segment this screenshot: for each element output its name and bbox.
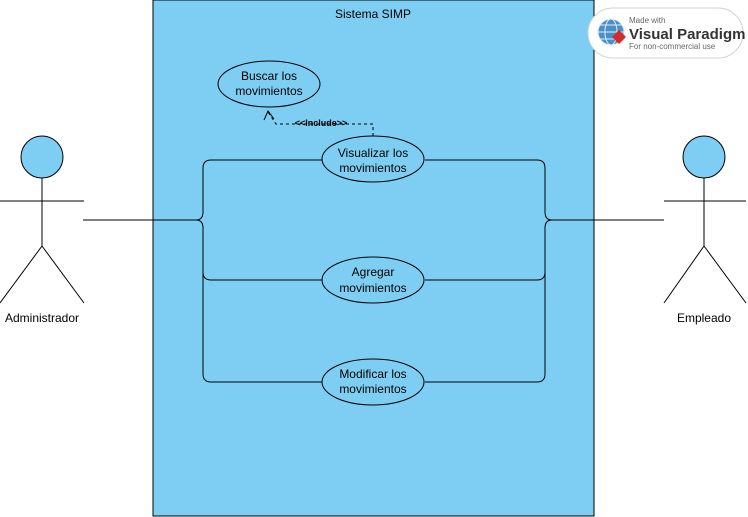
actor-empleado xyxy=(663,135,747,304)
use-case-buscar-line1: Buscar los xyxy=(241,69,297,83)
use-case-modificar-line1: Modificar los xyxy=(339,367,406,381)
system-title: Sistema SIMP xyxy=(335,7,411,21)
use-case-agregar: Agregar movimientos xyxy=(321,256,425,304)
use-case-buscar-line2: movimientos xyxy=(235,84,302,98)
watermark-license: For non-commercial use xyxy=(629,42,716,51)
actor-empleado-label: Empleado xyxy=(677,311,731,325)
use-case-agregar-line1: Agregar xyxy=(352,265,395,279)
watermark-made-with: Made with xyxy=(629,16,665,25)
include-label: <<Include>> xyxy=(295,118,348,128)
use-case-agregar-line2: movimientos xyxy=(339,281,406,295)
use-case-modificar: Modificar los movimientos xyxy=(321,358,425,406)
use-case-visualizar-line2: movimientos xyxy=(339,161,406,175)
use-case-visualizar: Visualizar los movimientos xyxy=(321,135,425,183)
include-relationship xyxy=(263,110,374,136)
use-case-modificar-line2: movimientos xyxy=(339,382,406,396)
actor-administrador-label: Administrador xyxy=(5,311,79,325)
watermark-brand: Visual Paradigm xyxy=(629,26,745,43)
visual-paradigm-logo-icon xyxy=(597,18,626,46)
right-associations xyxy=(425,159,664,383)
actor-administrador xyxy=(0,135,85,304)
use-case-buscar: Buscar los movimientos xyxy=(217,60,321,108)
left-associations xyxy=(83,159,322,383)
visual-paradigm-watermark: Made with Visual Paradigm For non-commer… xyxy=(587,7,745,59)
use-case-visualizar-line1: Visualizar los xyxy=(338,146,408,160)
